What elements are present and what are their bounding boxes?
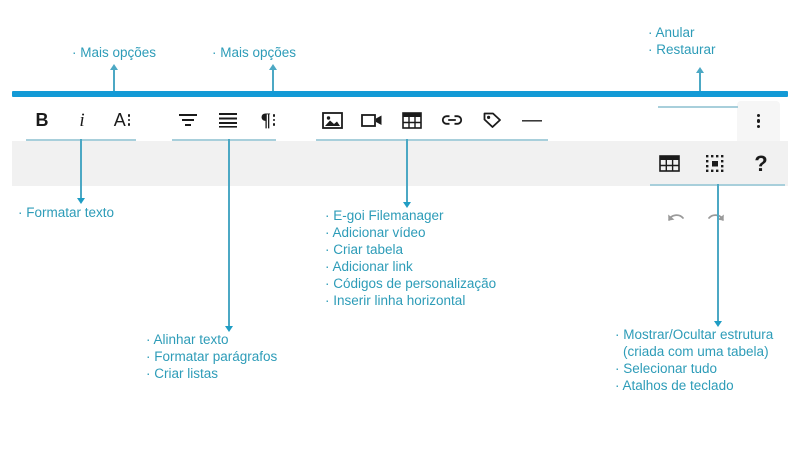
bold-icon[interactable]: B — [22, 100, 62, 140]
annotation-line: · Adicionar link — [325, 259, 413, 274]
connector-arrow-anular-restaurar — [696, 67, 704, 73]
connector-line-alinhar — [228, 139, 230, 329]
connector-line-formatar-texto — [80, 139, 82, 201]
connector-arrow-formatar-texto — [77, 198, 85, 204]
italic-icon[interactable]: i — [62, 100, 102, 140]
pilcrow-glyph: ¶ — [260, 109, 271, 131]
annotation-line: · Alinhar texto — [146, 332, 229, 347]
annotation-line: (criada com uma tabela) — [623, 344, 769, 359]
editor-toolbar-row-secondary — [12, 141, 788, 186]
font-a-glyph: A — [113, 110, 126, 130]
chevron-more-dots-icon — [272, 114, 276, 126]
toolbar-group-text-format: B i A — [22, 99, 142, 141]
connector-line-estrutura — [717, 184, 719, 324]
select-all-icon[interactable] — [692, 142, 738, 186]
annotation-line: · Criar listas — [146, 366, 219, 381]
lists-icon[interactable] — [208, 100, 248, 140]
bracket-insert — [316, 139, 548, 141]
align-text-icon[interactable] — [168, 100, 208, 140]
annotation-estrutura-bloco: · Mostrar/Ocultar estrutura (criada com … — [615, 326, 773, 394]
annotation-inserir-bloco: · E-goi Filemanager · Adicionar vídeo · … — [325, 207, 496, 309]
annotation-line: · Mostrar/Ocultar estrutura — [615, 327, 774, 342]
annotation-mais-opcoes-right: · Mais opções — [212, 44, 296, 61]
annotation-line: · Mais opções — [212, 45, 297, 60]
undo-icon[interactable] — [656, 199, 696, 239]
paragraph-format-icon[interactable]: ¶ — [248, 100, 288, 140]
annotation-formatar-texto: · Formatar texto — [18, 204, 114, 221]
annotation-line: · Criar tabela — [325, 242, 404, 257]
bracket-paragraph — [172, 139, 276, 141]
annotation-mais-opcoes-left: · Mais opções — [72, 44, 156, 61]
horizontal-rule-icon[interactable]: — — [512, 100, 552, 140]
toolbar-group-history — [656, 198, 736, 240]
keyboard-shortcuts-icon[interactable]: ? — [738, 142, 784, 186]
connector-arrow-estrutura — [714, 321, 722, 327]
annotation-line: · Códigos de personalização — [325, 276, 497, 291]
connector-line-mais-opcoes-right — [272, 67, 274, 91]
editor-toolbar-row-primary: B i A — [0, 99, 800, 221]
annotation-line: · Anular — [648, 25, 695, 40]
connector-arrow-mais-opcoes-right — [269, 64, 277, 70]
redo-icon[interactable] — [696, 199, 736, 239]
annotation-line: · Atalhos de teclado — [615, 378, 734, 393]
connector-arrow-inserir — [403, 202, 411, 208]
annotation-line: · Mais opções — [72, 45, 157, 60]
link-icon[interactable] — [432, 100, 472, 140]
video-icon[interactable] — [352, 100, 392, 140]
annotation-line: · E-goi Filemanager — [325, 208, 444, 223]
horizontal-rule-glyph: — — [522, 109, 542, 131]
connector-line-inserir — [406, 139, 408, 205]
table-structure-icon[interactable] — [646, 142, 692, 186]
connector-arrow-alinhar — [225, 326, 233, 332]
connector-line-anular-restaurar — [699, 70, 701, 91]
annotation-line: · Formatar texto — [18, 205, 115, 220]
annotation-line: · Adicionar vídeo — [325, 225, 426, 240]
connector-line-mais-opcoes-left — [113, 67, 115, 91]
toolbar-overflow-menu-button[interactable] — [737, 101, 780, 141]
annotation-line: · Restaurar — [648, 42, 716, 57]
chevron-more-dots-icon — [127, 114, 131, 126]
italic-glyph: i — [79, 109, 85, 131]
table-icon[interactable] — [392, 100, 432, 140]
bracket-history — [658, 106, 738, 108]
image-icon[interactable] — [312, 100, 352, 140]
toolbar-group-insert: — — [312, 99, 552, 141]
text-options-icon[interactable]: A — [102, 100, 142, 140]
connector-arrow-mais-opcoes-left — [110, 64, 118, 70]
bold-glyph: B — [35, 110, 49, 130]
toolbar-row-secondary-tools: ? — [646, 141, 784, 186]
annotation-line: · Selecionar tudo — [615, 361, 718, 376]
annotation-anular-restaurar: · Anular · Restaurar — [648, 24, 716, 58]
editor-accent-bar — [12, 91, 788, 97]
annotation-line: · Formatar parágrafos — [146, 349, 278, 364]
toolbar-group-paragraph: ¶ — [168, 99, 288, 141]
annotation-line: · Inserir linha horizontal — [325, 293, 466, 308]
annotation-alinhar-bloco: · Alinhar texto · Formatar parágrafos · … — [146, 331, 277, 382]
more-vertical-icon — [756, 113, 761, 129]
question-mark-glyph: ? — [754, 150, 768, 176]
tag-icon[interactable] — [472, 100, 512, 140]
